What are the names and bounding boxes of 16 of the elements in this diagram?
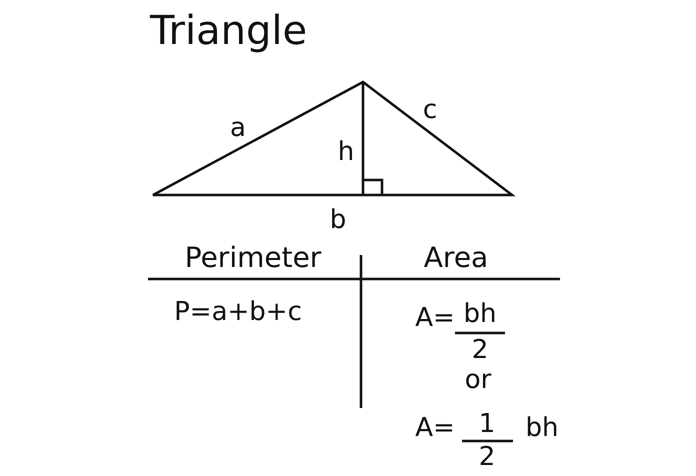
formula: A= xyxy=(415,415,455,441)
title: Triangle xyxy=(150,8,308,54)
column-heading: Perimeter xyxy=(184,244,322,272)
height-label: h xyxy=(338,139,354,165)
numerator: bh xyxy=(464,301,496,327)
conjunction: or xyxy=(464,367,492,393)
side-label: c xyxy=(422,97,438,123)
numerator: 1 xyxy=(478,411,496,437)
side-label: a xyxy=(230,115,246,141)
denominator: 2 xyxy=(478,444,496,470)
base-label: b xyxy=(330,207,346,233)
denominator: 2 xyxy=(472,337,488,363)
formula: bh xyxy=(526,415,558,441)
formula: A= xyxy=(415,305,455,331)
formula: P=a+b+c xyxy=(174,299,302,325)
column-heading: Area xyxy=(424,244,488,272)
